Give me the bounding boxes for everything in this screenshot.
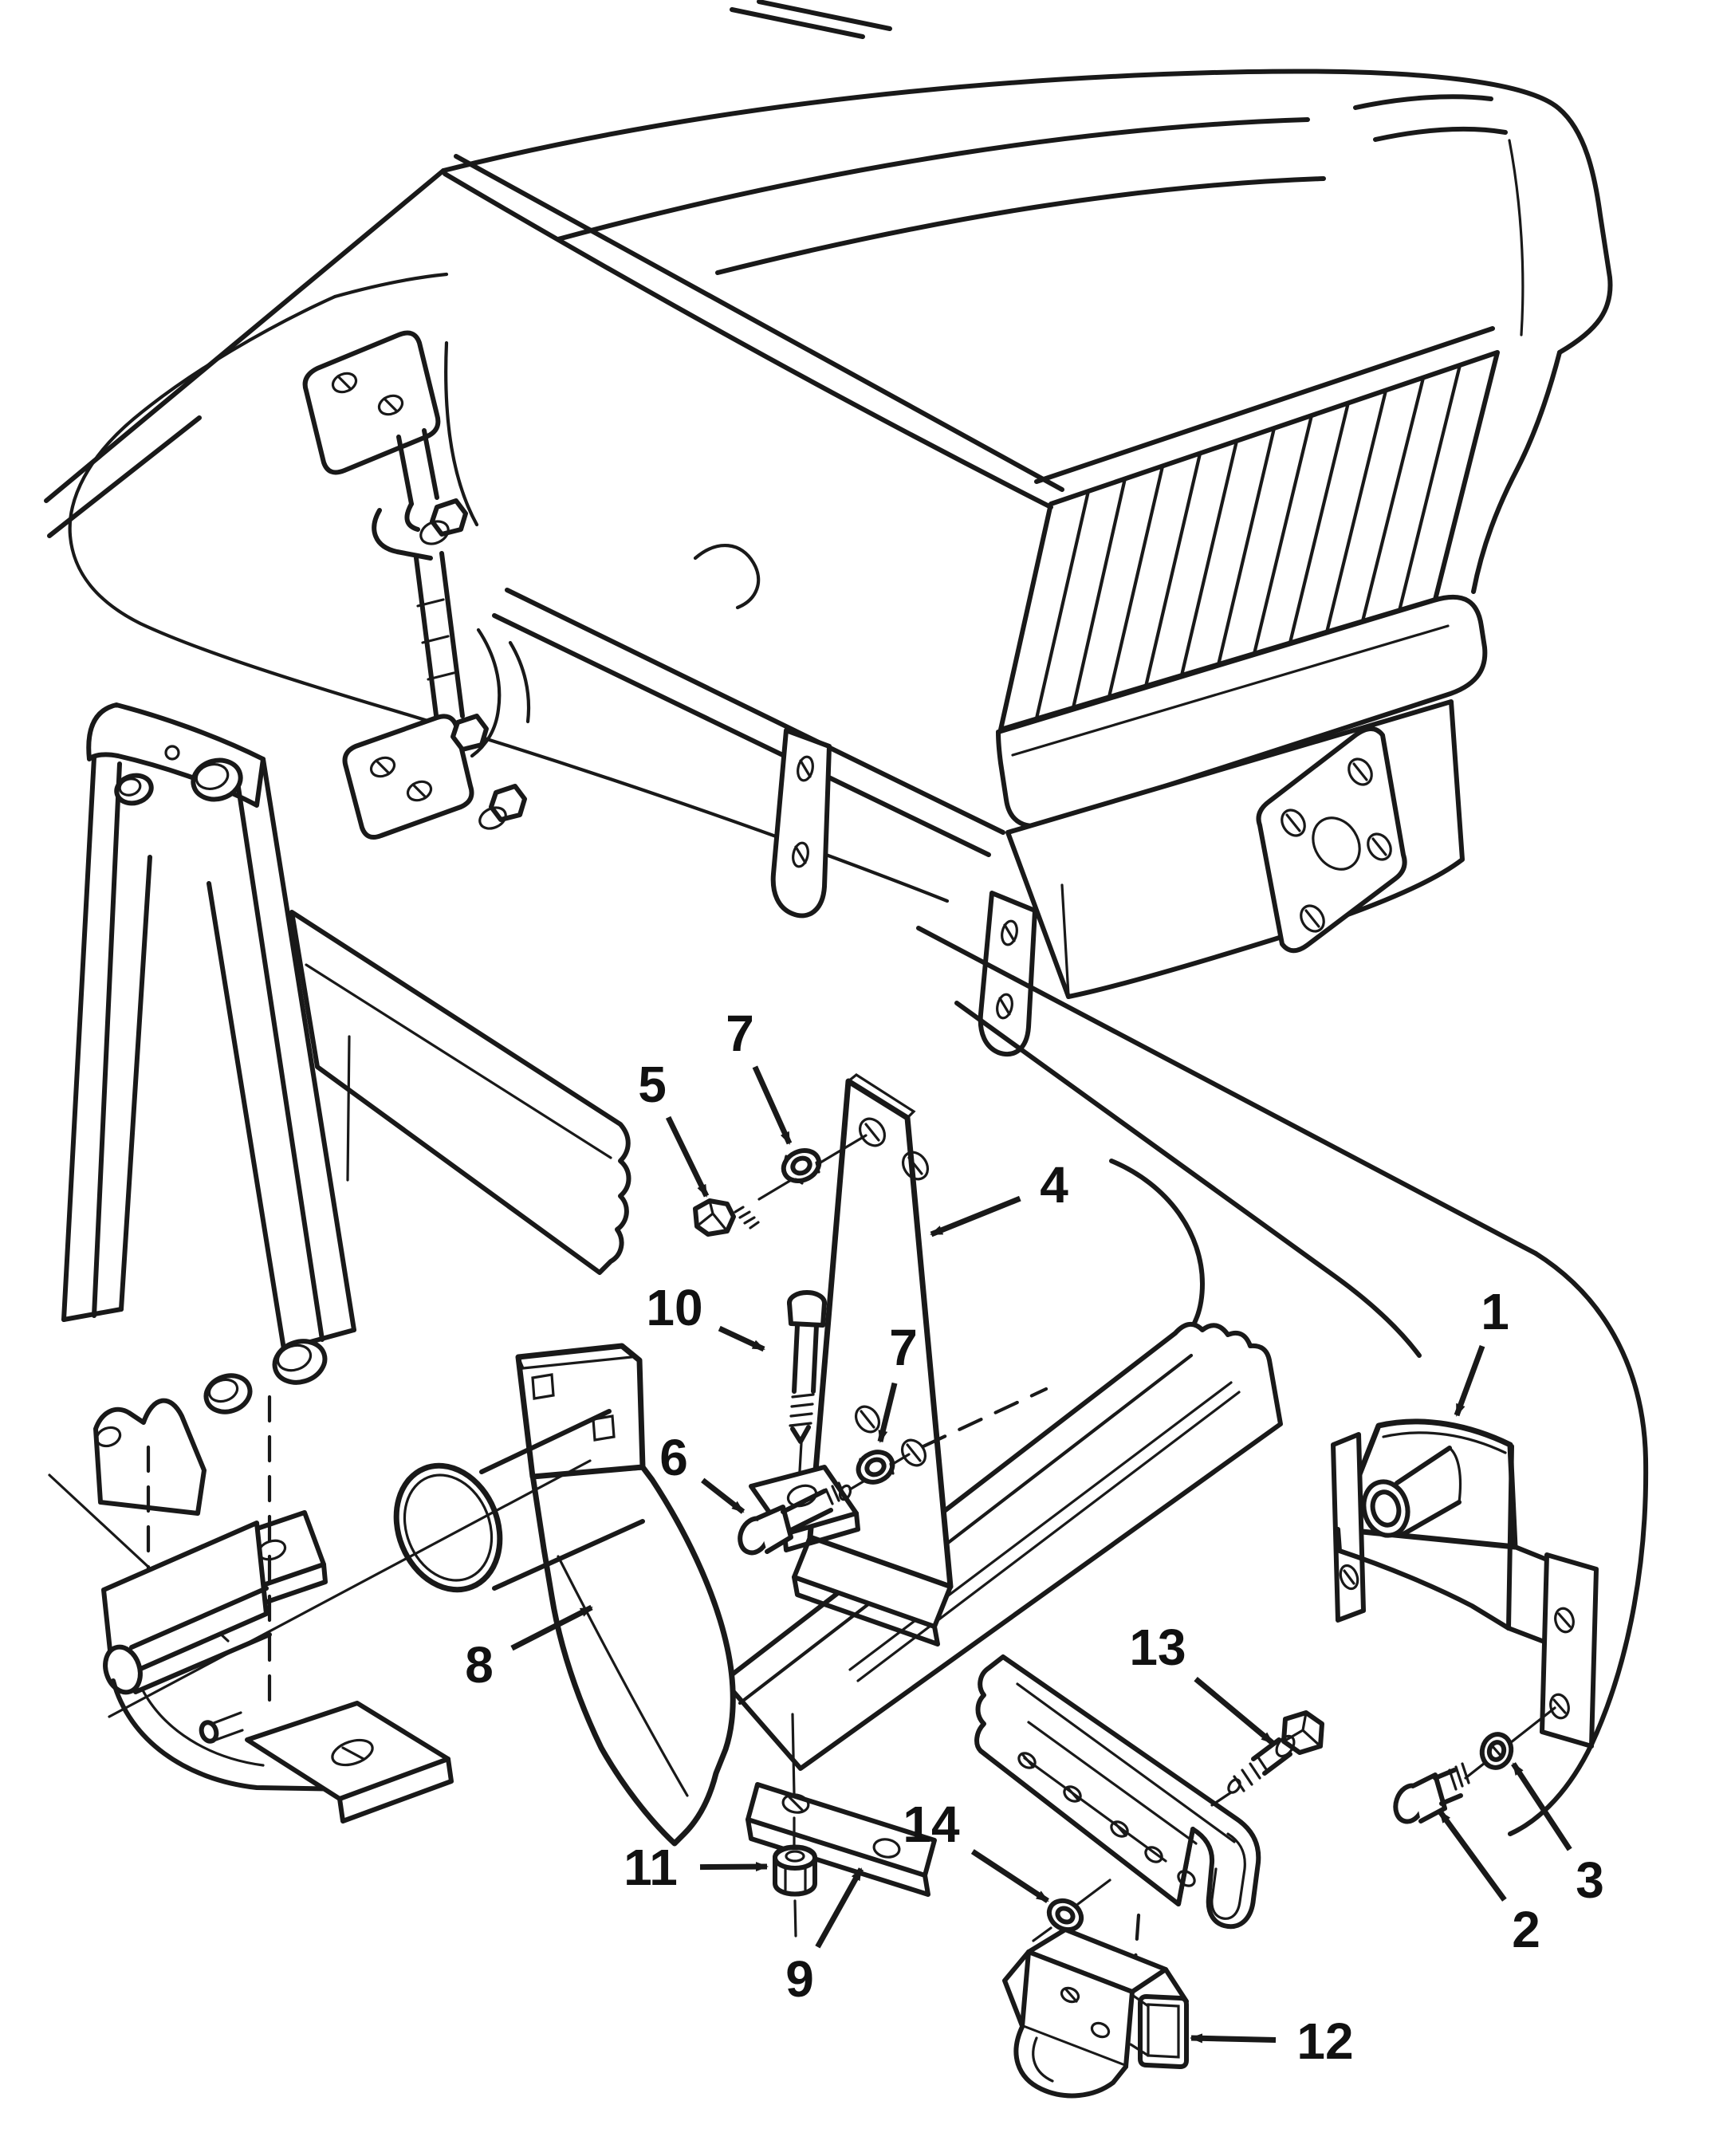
engine-rail	[492, 588, 1005, 857]
nut-7-lower	[848, 1387, 1048, 1491]
callout-arrow	[1438, 1809, 1507, 1902]
callout-12-12: 12	[1190, 2012, 1354, 2070]
callout-10-10: 10	[646, 1279, 765, 1352]
lift-arm	[61, 702, 356, 1607]
callout-6-5: 6	[659, 1429, 746, 1514]
callout-arrow	[510, 1604, 593, 1651]
bar-9	[746, 1713, 937, 1897]
callout-5-4: 5	[638, 1056, 710, 1198]
callout-9-9: 9	[785, 1867, 864, 2008]
callout-11-11: 11	[624, 1839, 769, 1896]
bolt-6	[738, 1465, 860, 1556]
callout-label: 12	[1296, 2012, 1353, 2070]
callout-arrow	[1454, 1344, 1485, 1417]
callout-arrow	[1511, 1762, 1572, 1851]
callout-arrow	[815, 1867, 864, 1949]
hood-latch-linkage	[302, 330, 531, 840]
callout-arrow	[1190, 2033, 1277, 2044]
callout-label: 5	[638, 1056, 667, 1113]
callout-label: 7	[726, 1005, 754, 1062]
bolt-2	[1393, 1706, 1556, 1824]
bolt-10	[787, 1290, 827, 1486]
chassis-side-panel	[68, 272, 950, 903]
part-1-bracket	[1331, 1418, 1599, 1749]
callout-arrow	[970, 1849, 1049, 1903]
cross-beam	[289, 910, 631, 1275]
hood-panel	[44, 0, 1613, 594]
crossmember-rail	[722, 1322, 1283, 1771]
front-mount-plate	[1256, 726, 1407, 954]
part-8-counterweight-support	[108, 1343, 736, 1847]
callout-7-6: 7	[726, 1005, 793, 1145]
callout-8-8: 8	[465, 1604, 593, 1694]
callout-2-1: 2	[1438, 1809, 1540, 1958]
callout-label: 6	[659, 1429, 688, 1486]
callout-arrow	[877, 1382, 898, 1443]
callout-arrow	[718, 1325, 765, 1352]
bolt-5	[693, 1134, 868, 1237]
callout-13-13: 13	[1129, 1619, 1275, 1745]
callout-label: 7	[889, 1319, 918, 1376]
callout-label: 11	[624, 1839, 678, 1896]
callout-label: 4	[1040, 1156, 1068, 1214]
callout-label: 8	[465, 1636, 494, 1694]
channel-plate	[974, 1654, 1261, 1930]
callout-arrow	[752, 1065, 793, 1145]
nut-11	[773, 1816, 817, 1938]
callout-label: 9	[785, 1950, 814, 2008]
callout-label: 1	[1481, 1283, 1509, 1340]
callout-14-14: 14	[903, 1796, 1049, 1903]
callout-arrow	[930, 1195, 1021, 1237]
callout-3-2: 3	[1511, 1762, 1604, 1909]
callout-4-3: 4	[930, 1156, 1068, 1237]
grille-lower-band	[996, 594, 1488, 829]
callout-label: 14	[903, 1796, 960, 1853]
bolt-13	[1210, 1710, 1324, 1807]
callout-1-0: 1	[1454, 1283, 1509, 1417]
callout-arrow	[701, 1477, 746, 1514]
engine-mount-lug-left	[770, 728, 832, 919]
callout-label: 13	[1129, 1619, 1186, 1676]
callout-arrow	[1194, 1677, 1275, 1745]
foot-bracket	[48, 1395, 454, 1824]
nut-14	[1032, 1879, 1111, 1942]
nut-7-upper	[781, 1148, 822, 1185]
part-4-bracket	[792, 1073, 954, 1647]
callout-label: 3	[1576, 1851, 1604, 1909]
callout-label: 10	[646, 1279, 702, 1336]
callout-arrow	[665, 1115, 710, 1198]
callout-7-7: 7	[877, 1319, 918, 1443]
part-12-receiver	[1002, 1913, 1189, 2099]
grille	[998, 326, 1500, 732]
washer-3	[1479, 1732, 1514, 1770]
callout-label: 2	[1512, 1901, 1540, 1958]
